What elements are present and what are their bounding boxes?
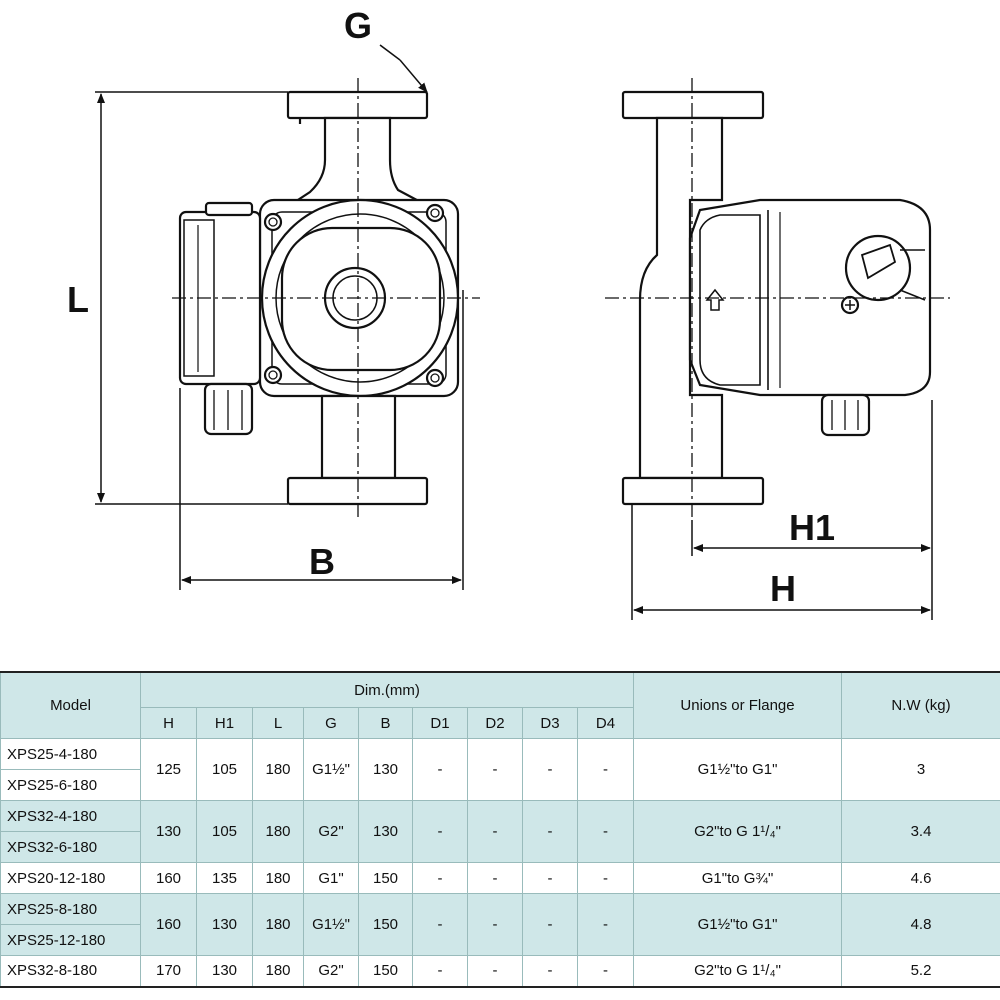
model-cell: XPS20-12-180: [0, 862, 141, 894]
header-dim: Dim.(mm): [139, 671, 635, 708]
cell-d4: -: [576, 955, 635, 987]
cell-b: 150: [358, 862, 413, 894]
spec-table: Model Dim.(mm) Unions or Flange N.W (kg)…: [0, 671, 1000, 988]
table-header: Model Dim.(mm) Unions or Flange N.W (kg)…: [0, 671, 1000, 739]
cell-d2: -: [467, 800, 523, 863]
cell-h1: 130: [196, 955, 253, 987]
cell-d2: -: [467, 893, 523, 956]
table-group: XPS25-8-180 160 130 180 G1½" 150 - - - -…: [0, 893, 1000, 956]
dimension-lines: [95, 44, 933, 620]
table-row: XPS25-4-180 125 105 180 G1½" 130 - - - -…: [0, 738, 1000, 801]
cell-h1: 105: [196, 800, 253, 863]
cell-unions: G1½"to G1": [633, 738, 843, 801]
label-g: G: [344, 5, 372, 46]
header-dim-h1: H1: [196, 707, 253, 739]
header-unions: Unions or Flange: [633, 671, 843, 739]
cell-d1: -: [412, 738, 468, 801]
cell-d2: -: [467, 862, 523, 894]
cell-b: 130: [358, 738, 413, 801]
cell-g: G2": [303, 955, 359, 987]
cell-d3: -: [522, 955, 578, 987]
model-cell: XPS32-4-180: [0, 800, 141, 832]
model-cell: XPS32-6-180: [0, 831, 141, 863]
table-row: XPS32-8-180 170 130 180 G2" 150 - - - - …: [0, 955, 1000, 987]
header-dim-d3: D3: [522, 707, 578, 739]
cell-d3: -: [522, 738, 578, 801]
model-cell: XPS25-8-180: [0, 893, 141, 925]
cell-d1: -: [412, 800, 468, 863]
table-row: XPS25-6-180: [0, 769, 1000, 801]
cell-h1: 135: [196, 862, 253, 894]
table-group: XPS20-12-180 160 135 180 G1" 150 - - - -…: [0, 862, 1000, 894]
cell-nw: 5.2: [841, 955, 1000, 987]
cell-d1: -: [412, 955, 468, 987]
cell-l: 180: [252, 738, 304, 801]
model-cell: XPS25-6-180: [0, 769, 141, 801]
cell-d2: -: [467, 955, 523, 987]
label-b: B: [309, 541, 335, 582]
front-centerlines: [172, 78, 480, 520]
cell-g: G1½": [303, 893, 359, 956]
cell-l: 180: [252, 893, 304, 956]
cell-d4: -: [576, 800, 635, 863]
cell-h: 170: [140, 955, 197, 987]
cell-nw: 3: [841, 738, 1000, 801]
header-dim-d2: D2: [467, 707, 523, 739]
cell-h: 160: [140, 862, 197, 894]
cell-d3: -: [522, 893, 578, 956]
cell-nw: 4.8: [841, 893, 1000, 956]
header-dim-l: L: [252, 707, 304, 739]
table-row: XPS32-4-180 130 105 180 G2" 130 - - - - …: [0, 800, 1000, 863]
header-dim-h: H: [140, 707, 197, 739]
model-cell: XPS25-4-180: [0, 738, 141, 770]
header-nw: N.W (kg): [841, 671, 1000, 739]
header-model: Model: [0, 671, 141, 739]
cell-b: 150: [358, 955, 413, 987]
cell-d4: -: [576, 738, 635, 801]
cell-h1: 130: [196, 893, 253, 956]
cell-d3: -: [522, 862, 578, 894]
cell-h: 130: [140, 800, 197, 863]
cell-l: 180: [252, 800, 304, 863]
cell-d1: -: [412, 893, 468, 956]
table-group: XPS32-4-180 130 105 180 G2" 130 - - - - …: [0, 800, 1000, 863]
label-h1: H1: [789, 507, 835, 548]
cell-unions: G1"to G¾": [633, 862, 843, 894]
cell-b: 150: [358, 893, 413, 956]
cell-g: G1½": [303, 738, 359, 801]
table-group: XPS32-8-180 170 130 180 G2" 150 - - - - …: [0, 955, 1000, 987]
cell-nw: 4.6: [841, 862, 1000, 894]
table-group: XPS25-4-180 125 105 180 G1½" 130 - - - -…: [0, 738, 1000, 801]
header-dim-b: B: [358, 707, 413, 739]
cell-l: 180: [252, 955, 304, 987]
header-dim-d1: D1: [412, 707, 468, 739]
cell-d1: -: [412, 862, 468, 894]
cell-h1: 105: [196, 738, 253, 801]
table-row: XPS20-12-180 160 135 180 G1" 150 - - - -…: [0, 862, 1000, 894]
cell-h: 125: [140, 738, 197, 801]
pump-dimension-drawing: G L B H1 H: [67, 5, 950, 620]
cell-g: G2": [303, 800, 359, 863]
cell-h: 160: [140, 893, 197, 956]
model-cell: XPS25-12-180: [0, 924, 141, 956]
cell-g: G1": [303, 862, 359, 894]
cell-unions: G2"to G 1¹/₄": [633, 800, 843, 863]
model-cell: XPS32-8-180: [0, 955, 141, 987]
cell-unions: G2"to G 1¹/₄": [633, 955, 843, 987]
header-dim-d4: D4: [576, 707, 635, 739]
side-centerlines: [605, 78, 950, 520]
label-l: L: [67, 279, 89, 320]
cell-d4: -: [576, 862, 635, 894]
cell-d2: -: [467, 738, 523, 801]
cell-d3: -: [522, 800, 578, 863]
label-h: H: [770, 568, 796, 609]
table-row: XPS25-8-180 160 130 180 G1½" 150 - - - -…: [0, 893, 1000, 956]
cell-b: 130: [358, 800, 413, 863]
header-dim-g: G: [303, 707, 359, 739]
cell-l: 180: [252, 862, 304, 894]
cell-unions: G1½"to G1": [633, 893, 843, 956]
cell-nw: 3.4: [841, 800, 1000, 863]
cell-d4: -: [576, 893, 635, 956]
